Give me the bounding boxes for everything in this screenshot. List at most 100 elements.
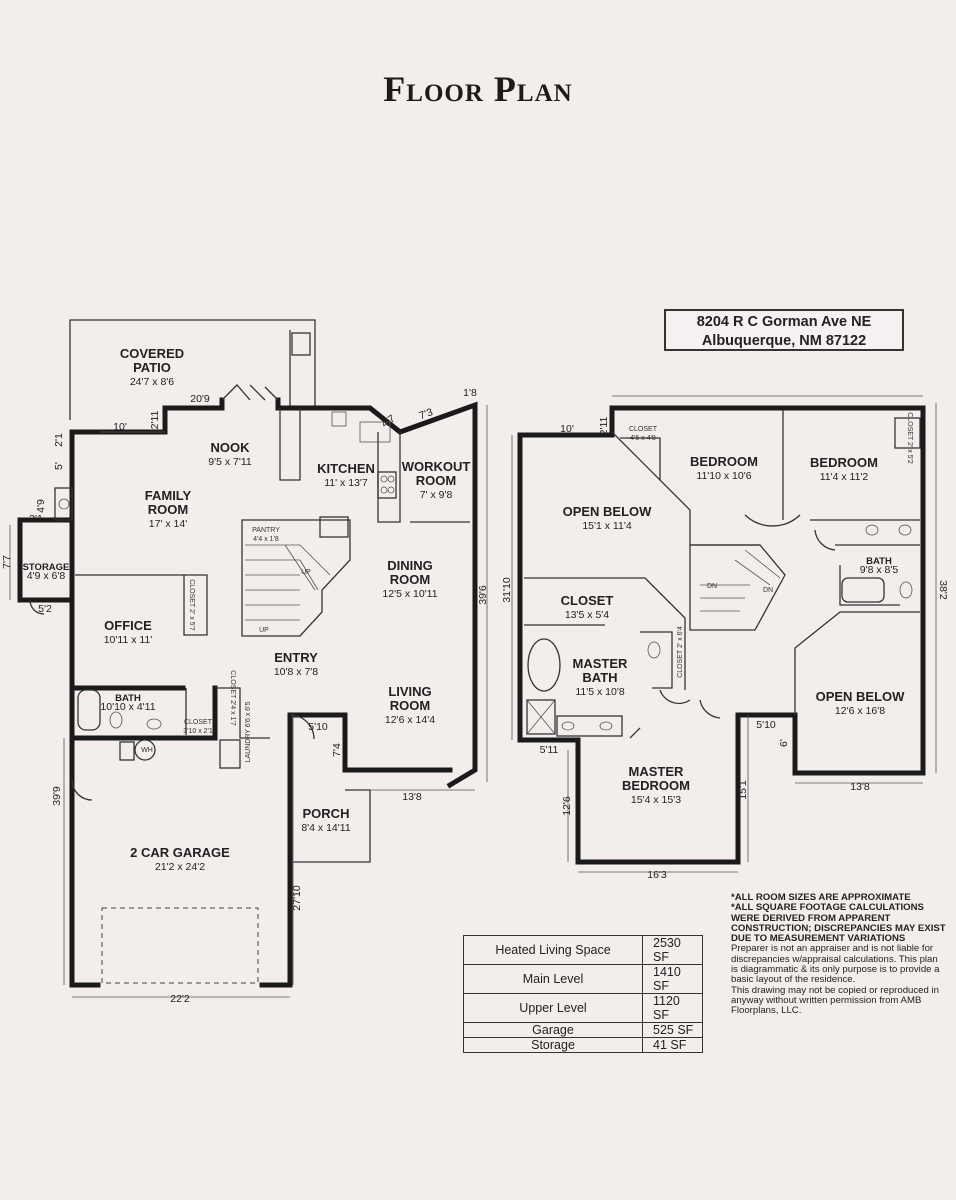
covered-patio-outline xyxy=(69,319,316,420)
room-name: ROOM xyxy=(148,502,188,517)
room-name: PORCH xyxy=(303,806,350,821)
room-size: 11'4 x 11'2 xyxy=(820,471,869,483)
bath-walls xyxy=(835,544,920,606)
open-below-right-edge xyxy=(794,611,920,715)
dimension-label: 12'6 xyxy=(561,796,573,816)
room-size: 3'10 x 2'1 xyxy=(183,728,213,735)
room-size: 12'6 x 16'8 xyxy=(835,705,885,717)
room-name: WORKOUT xyxy=(402,459,471,474)
room-name: BATH xyxy=(582,670,617,685)
vanity-sink xyxy=(561,721,575,731)
room-name: LIVING xyxy=(388,684,431,699)
master-shower xyxy=(526,699,556,735)
patio-fixture xyxy=(291,332,311,356)
sqft-value: 2530 SF xyxy=(642,935,703,965)
upper-level-plan xyxy=(511,395,937,873)
room-size: 4'9 x 6'8 xyxy=(27,570,66,582)
disclaimer-body: Preparer is not an appraiser and is not … xyxy=(731,943,940,986)
office-wall xyxy=(75,574,208,636)
storage-walls xyxy=(17,517,75,603)
dimension-label: 13'8 xyxy=(402,791,422,803)
room-size: 10'8 x 7'8 xyxy=(274,666,318,678)
dimension-label: 5' xyxy=(53,462,65,470)
room-name: MASTER xyxy=(629,764,685,779)
garage-top-wall xyxy=(69,685,218,741)
stair-down-label: DN xyxy=(763,587,773,594)
room-size: 11'10 x 10'6 xyxy=(696,470,751,482)
room-name: NOOK xyxy=(211,440,251,455)
room-name: OFFICE xyxy=(104,618,152,633)
fireplace-icon xyxy=(58,498,70,510)
burner-icon xyxy=(387,486,395,494)
bathtub xyxy=(77,689,101,731)
dimension-label: 2'11 xyxy=(149,410,161,429)
dimension-label: 6' xyxy=(778,739,790,747)
page-title: Floor Plan xyxy=(383,69,573,109)
garage-door-swing xyxy=(71,779,93,801)
stair-up-label: UP xyxy=(301,569,311,576)
sqft-label: Storage xyxy=(463,1037,643,1053)
main-dim-lines xyxy=(9,405,488,998)
room-size: 15'4 x 15'3 xyxy=(631,794,681,806)
room-size: 11' x 13'7 xyxy=(324,477,368,489)
room-name: ENTRY xyxy=(274,650,318,665)
room-label: CLOSET 2'4 x 1'7 xyxy=(229,670,236,726)
dimension-label: 7'4 xyxy=(331,743,343,757)
room-label: CLOSET 2' x 5'2 xyxy=(906,412,913,464)
disclaimer-line1: *ALL ROOM SIZES ARE APPROXIMATE xyxy=(731,892,911,903)
address-box: 8204 R C Gorman Ave NE Albuquerque, NM 8… xyxy=(664,309,904,351)
sqft-value: 1410 SF xyxy=(642,964,703,994)
address-line2: Albuquerque, NM 87122 xyxy=(701,333,867,349)
toilet xyxy=(109,711,123,729)
room-name: MASTER xyxy=(573,656,629,671)
upper-stair-block xyxy=(689,544,786,631)
burner-icon xyxy=(387,475,395,483)
dimension-label: 38'2 xyxy=(937,580,949,600)
room-name: CLOSET xyxy=(184,719,213,726)
dimension-label: 2'1 xyxy=(53,433,65,447)
sqft-label: Garage xyxy=(463,1022,643,1038)
room-name: BATH xyxy=(115,693,141,704)
bath-door-swing xyxy=(814,529,836,551)
room-size: 9'5 x 7'11 xyxy=(208,456,252,468)
disclaimer-copyright: This drawing may not be copied or reprod… xyxy=(731,984,939,1017)
room-label: CLOSET 2' x 6'4 xyxy=(677,626,684,678)
room-name: BEDROOM xyxy=(690,454,758,469)
stair-up-label: UP xyxy=(259,627,269,634)
room-name: PANTRY xyxy=(252,527,280,534)
kitchen-range xyxy=(377,471,397,499)
room-name: DINING xyxy=(387,558,433,573)
garage-door-outline xyxy=(101,907,259,984)
dimension-label: 5'2 xyxy=(38,603,52,615)
room-name: BEDROOM xyxy=(622,778,690,793)
room-size: 15'1 x 11'4 xyxy=(582,520,632,532)
closet-small xyxy=(894,417,921,449)
dimension-label: 27'10 xyxy=(291,885,303,911)
porch-outline xyxy=(290,789,371,863)
dimension-label: 16'3 xyxy=(647,869,667,881)
room-name: ROOM xyxy=(390,572,430,587)
sqft-value: 525 SF xyxy=(642,1022,703,1038)
room-size: 13'5 x 5'4 xyxy=(565,609,609,621)
room-name: KITCHEN xyxy=(317,461,375,476)
room-size: 24'7 x 8'6 xyxy=(130,376,174,388)
upper-dim-lines xyxy=(511,395,937,873)
stair-winders xyxy=(284,544,331,591)
master-tub xyxy=(527,638,561,692)
upper-bathtub xyxy=(841,577,885,603)
room-name: STORAGE xyxy=(23,562,70,573)
room-name: OPEN BELOW xyxy=(563,504,653,519)
room-size: 12'5 x 10'11 xyxy=(382,588,437,600)
master-door-swings xyxy=(659,689,721,719)
walk-in-closet-wall xyxy=(524,577,686,690)
dimension-label: 5'10 xyxy=(756,719,776,731)
open-below-edge xyxy=(611,431,760,546)
dimension-label: 1'8 xyxy=(463,387,477,399)
dimension-label: 10' xyxy=(560,423,574,435)
dimension-label: 20'9 xyxy=(190,393,210,405)
